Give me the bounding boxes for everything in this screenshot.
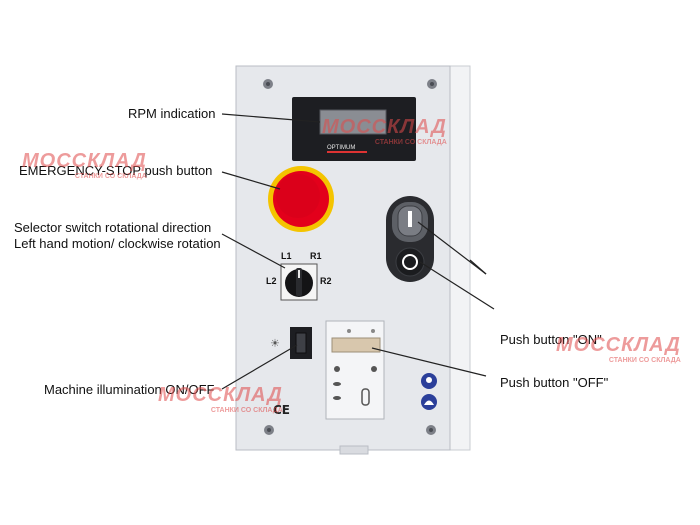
watermark-left: МОССКЛАД СТАНКИ СО СКЛАДА — [22, 150, 147, 180]
leader-off — [419, 261, 495, 310]
selector-label-r2: R2 — [320, 276, 332, 286]
leader-lines — [221, 113, 495, 390]
leader-on-label — [469, 259, 487, 275]
watermark-tagline: СТАНКИ СО СКЛАДА — [74, 173, 147, 180]
leader-estop — [221, 171, 281, 190]
display-brand-underline — [327, 151, 367, 153]
leader-selector — [221, 233, 286, 269]
watermark-tagline: СТАНКИ СО СКЛАДА — [210, 407, 283, 414]
on-icon-bar — [408, 211, 412, 227]
screw-top-right — [427, 79, 437, 89]
push-button-off[interactable] — [395, 247, 425, 277]
screw-bottom-right — [426, 425, 436, 435]
watermark-brand: МОССКЛАД — [322, 116, 447, 138]
label-selector-line2: Left hand motion/ clockwise rotation — [14, 236, 221, 251]
plug-slot — [361, 388, 370, 406]
label-illumination: Machine illumination ON/OFF — [44, 382, 215, 397]
safety-info-icon-2 — [421, 394, 437, 410]
label-push-button-on: Push button "ON" — [500, 332, 602, 347]
watermark-tagline: СТАНКИ СО СКЛАДА — [608, 357, 681, 364]
watermark-brand: МОССКЛАД — [556, 334, 681, 356]
selector-label-r1: R1 — [310, 251, 322, 261]
indicator-dot-2 — [371, 366, 377, 372]
selector-label-l1: L1 — [281, 251, 292, 261]
watermark-right: МОССКЛАД СТАНКИ СО СКЛАДА — [556, 334, 681, 364]
label-selector-line1: Selector switch rotational direction — [14, 220, 212, 235]
selector-switch-knob[interactable] — [285, 268, 313, 297]
indicator-slot-2 — [333, 396, 341, 400]
panel-bottom-tab — [339, 445, 369, 455]
cabinet-side — [449, 65, 471, 451]
safety-info-icon-1 — [421, 373, 437, 389]
watermark-brand: МОССКЛАД — [158, 384, 283, 406]
watermark-top: МОССКЛАД СТАНКИ СО СКЛАДА — [322, 116, 447, 146]
screw-bottom-left — [264, 425, 274, 435]
indicator-slot-1 — [333, 382, 341, 386]
rpm-display-screen — [319, 109, 387, 135]
indicator-dot-1 — [334, 366, 340, 372]
emergency-stop-button[interactable] — [268, 166, 334, 232]
lamp-icon: ☀ — [270, 337, 280, 350]
leader-socket — [371, 347, 487, 377]
leader-illumination — [221, 344, 298, 390]
info-label — [331, 337, 381, 353]
leader-on — [417, 221, 487, 275]
display-brand-text: OPTIMUM — [327, 145, 355, 151]
plate-screw-top — [347, 329, 351, 333]
plate-screw-top-2 — [371, 329, 375, 333]
screw-top-left — [263, 79, 273, 89]
leader-rpm — [221, 113, 321, 123]
watermark-bottom: МОССКЛАД СТАНКИ СО СКЛАДА — [158, 384, 283, 414]
watermark-brand: МОССКЛАД — [22, 150, 147, 172]
illumination-rocker-switch[interactable] — [295, 332, 307, 354]
watermark-tagline: СТАНКИ СО СКЛАДА — [374, 139, 447, 146]
selector-label-l2: L2 — [266, 276, 277, 286]
label-push-button-off: Push button "OFF" — [500, 375, 609, 390]
label-rpm-indication: RPM indication — [128, 106, 216, 121]
label-emergency-stop: EMERGENCY-STOP push button — [19, 163, 213, 178]
ce-mark: CE — [273, 403, 290, 417]
